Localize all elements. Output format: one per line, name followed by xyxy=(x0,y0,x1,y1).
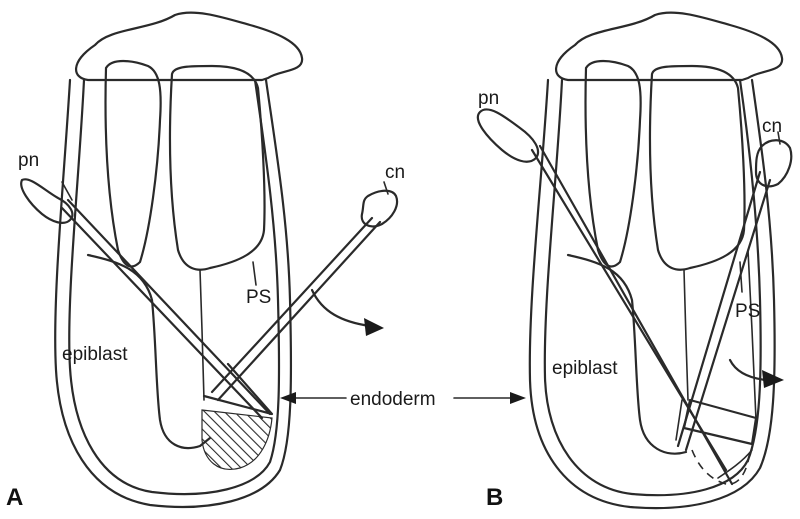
rotation-arrowhead-a xyxy=(364,318,384,336)
cn-needle-stem2-b xyxy=(684,178,772,452)
streak-tick-b xyxy=(739,261,743,293)
pn-needle-stem-a xyxy=(66,198,272,416)
endoderm-arrowhead-left xyxy=(280,392,296,404)
cn-needle-tick-b xyxy=(777,131,781,145)
embryo-outline-outer-b xyxy=(528,78,776,510)
cavity-left-a xyxy=(104,59,162,268)
cut-triangle-a xyxy=(202,362,274,416)
pn-needle-handle-a xyxy=(20,178,74,224)
panel-letter-a: A xyxy=(6,484,23,511)
ectoplacental-cone-b xyxy=(555,11,784,82)
pn-needle-stem2-b xyxy=(538,144,734,486)
streak-line-a xyxy=(199,269,205,401)
cut-slit-b xyxy=(675,399,683,441)
cn-label-b: cn xyxy=(762,116,782,137)
hatched-region-a xyxy=(201,409,273,470)
cn-needle-handle-a xyxy=(360,189,399,228)
epiblast-label-b: epiblast xyxy=(552,358,618,379)
pn-needle-tick-a xyxy=(61,181,73,201)
ectoplacental-cone-a xyxy=(75,11,304,82)
embryo-outline-inner-a xyxy=(68,78,281,496)
rotation-arrow-b xyxy=(728,358,768,382)
pn-needle-handle-b xyxy=(476,108,540,163)
panel-b: pn cn PS epiblast B xyxy=(476,11,793,511)
streak-tick-a xyxy=(252,261,257,286)
pn-label-a: pn xyxy=(18,150,39,171)
streak-line-b xyxy=(683,269,689,401)
rotation-arrow-a xyxy=(310,288,372,328)
endoderm-label: endoderm xyxy=(350,389,436,410)
embryo-outline-outer-a xyxy=(54,78,293,508)
streak-right-line-b xyxy=(747,249,757,421)
bottom-cut-line-b xyxy=(717,449,753,479)
cn-label-a: cn xyxy=(385,162,405,183)
ps-label-b: PS xyxy=(735,301,760,322)
cn-needle-stem2-a xyxy=(216,220,382,402)
cavity-right-a xyxy=(168,64,266,271)
cavity-left-b xyxy=(584,59,642,268)
cn-needle-stem-a xyxy=(210,216,374,394)
epiblast-cup-a xyxy=(86,253,212,450)
ps-label-a: PS xyxy=(246,287,271,308)
endoderm-annotation: endoderm xyxy=(280,389,526,410)
pn-needle-stem2-a xyxy=(60,206,264,420)
endoderm-arrowhead-right xyxy=(510,392,526,404)
embryo-outline-inner-b xyxy=(543,78,762,497)
rotation-arrowhead-b xyxy=(762,370,784,388)
panel-letter-b: B xyxy=(486,484,503,511)
dashed-region-b xyxy=(691,449,751,485)
cn-needle-stem-b xyxy=(676,170,762,448)
cavity-right-b xyxy=(648,64,746,271)
cn-needle-tick-a xyxy=(383,181,389,195)
panel-a: pn cn PS epiblast A xyxy=(6,11,405,511)
pn-label-b: pn xyxy=(478,88,499,109)
epiblast-label-a: epiblast xyxy=(62,344,128,365)
epiblast-cup-b xyxy=(566,253,688,455)
cn-needle-handle-b xyxy=(754,139,793,188)
